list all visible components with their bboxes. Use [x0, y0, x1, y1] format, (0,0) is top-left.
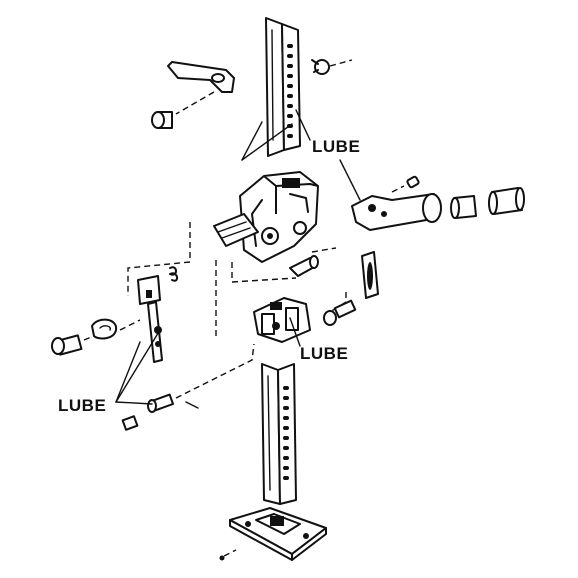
sleeve-1: [450, 195, 477, 219]
lube-label-left: LUBE: [58, 396, 107, 415]
lube-label-mid: LUBE: [300, 344, 349, 363]
bottom-pin-small: [121, 415, 139, 431]
spring-latch: [289, 255, 319, 277]
lube-label-top: LUBE: [312, 137, 361, 156]
sleeve-2: [488, 187, 525, 215]
base-dowel: [219, 555, 225, 561]
lower-climbing-pin-body: [253, 297, 311, 343]
right-pin: [323, 299, 357, 326]
top-handle-bracket: [167, 61, 235, 93]
left-pin: [51, 334, 83, 356]
left-link-bar: [137, 275, 163, 363]
handle-socket: [351, 193, 442, 231]
small-spring: [169, 266, 178, 282]
top-clip: [311, 59, 330, 75]
small-pin-top: [406, 175, 420, 189]
main-housing: [213, 171, 319, 263]
lower-standard-bar: [261, 363, 297, 505]
bottom-pin-left: [147, 393, 175, 413]
upper-standard-bar: [265, 17, 301, 157]
top-pin: [151, 111, 173, 129]
reverse-spring: [361, 251, 379, 299]
base-plate: [229, 507, 327, 561]
left-clip: [91, 318, 118, 340]
